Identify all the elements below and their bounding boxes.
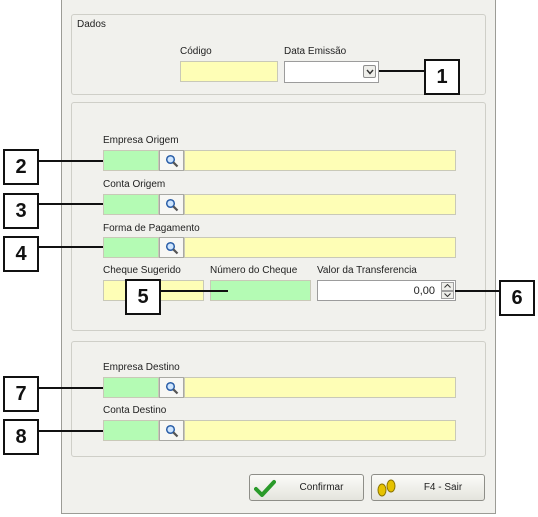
search-icon: [165, 424, 178, 437]
codigo-label: Código: [180, 46, 212, 57]
valor-transferencia-value: 0,00: [413, 285, 435, 297]
search-icon: [165, 198, 178, 211]
callout-4-line: [38, 246, 103, 248]
callout-4: 4: [3, 236, 39, 272]
empresa-origem-search-button[interactable]: [159, 150, 184, 171]
sair-button[interactable]: F4 - Sair: [371, 474, 485, 501]
callout-5: 5: [125, 279, 161, 315]
forma-pagamento-label: Forma de Pagamento: [103, 223, 200, 234]
codigo-input[interactable]: [180, 61, 278, 82]
sair-label: F4 - Sair: [423, 482, 463, 493]
confirmar-button[interactable]: Confirmar: [249, 474, 364, 501]
valor-transferencia-label: Valor da Transferencia: [317, 265, 417, 276]
checkmark-icon: [250, 479, 280, 497]
spin-down-icon[interactable]: [441, 290, 454, 299]
callout-3-line: [38, 203, 103, 205]
callout-7: 7: [3, 376, 39, 412]
callout-8: 8: [3, 419, 39, 455]
search-icon: [165, 154, 178, 167]
search-icon: [165, 381, 178, 394]
callout-3: 3: [3, 193, 39, 229]
conta-destino-label: Conta Destino: [103, 405, 167, 416]
spin-up-icon[interactable]: [441, 282, 454, 291]
callout-7-line: [38, 387, 103, 389]
forma-pagamento-search-button[interactable]: [159, 237, 184, 258]
empresa-destino-label: Empresa Destino: [103, 362, 180, 373]
data-emissao-picker[interactable]: [284, 61, 379, 83]
empresa-origem-code[interactable]: [103, 150, 159, 171]
footprints-icon: [372, 478, 402, 498]
conta-destino-search-button[interactable]: [159, 420, 184, 441]
callout-1: 1: [424, 59, 460, 95]
conta-origem-search-button[interactable]: [159, 194, 184, 215]
data-emissao-label: Data Emissão: [284, 46, 347, 57]
callout-2: 2: [3, 149, 39, 185]
forma-pagamento-name[interactable]: [184, 237, 456, 258]
callout-1-line: [379, 70, 425, 72]
empresa-origem-name[interactable]: [184, 150, 456, 171]
confirmar-label: Confirmar: [299, 482, 344, 493]
callout-5-line: [160, 290, 228, 292]
callout-8-line: [38, 430, 103, 432]
empresa-destino-code[interactable]: [103, 377, 159, 398]
valor-transferencia-input[interactable]: 0,00: [317, 280, 456, 301]
callout-6: 6: [499, 280, 535, 316]
valor-spinner[interactable]: [441, 282, 454, 299]
conta-origem-name[interactable]: [184, 194, 456, 215]
empresa-destino-name[interactable]: [184, 377, 456, 398]
dados-group: Dados: [71, 14, 486, 95]
search-icon: [165, 241, 178, 254]
conta-origem-label: Conta Origem: [103, 179, 166, 190]
numero-cheque-label: Número do Cheque: [210, 265, 298, 276]
callout-2-line: [38, 160, 103, 162]
cheque-sugerido-label: Cheque Sugerido: [103, 265, 181, 276]
forma-pagamento-code[interactable]: [103, 237, 159, 258]
conta-origem-code[interactable]: [103, 194, 159, 215]
dados-group-title: Dados: [77, 19, 106, 30]
conta-destino-code[interactable]: [103, 420, 159, 441]
empresa-destino-search-button[interactable]: [159, 377, 184, 398]
chevron-down-icon[interactable]: [363, 65, 376, 78]
callout-6-line: [455, 290, 500, 292]
empresa-origem-label: Empresa Origem: [103, 135, 179, 146]
conta-destino-name[interactable]: [184, 420, 456, 441]
